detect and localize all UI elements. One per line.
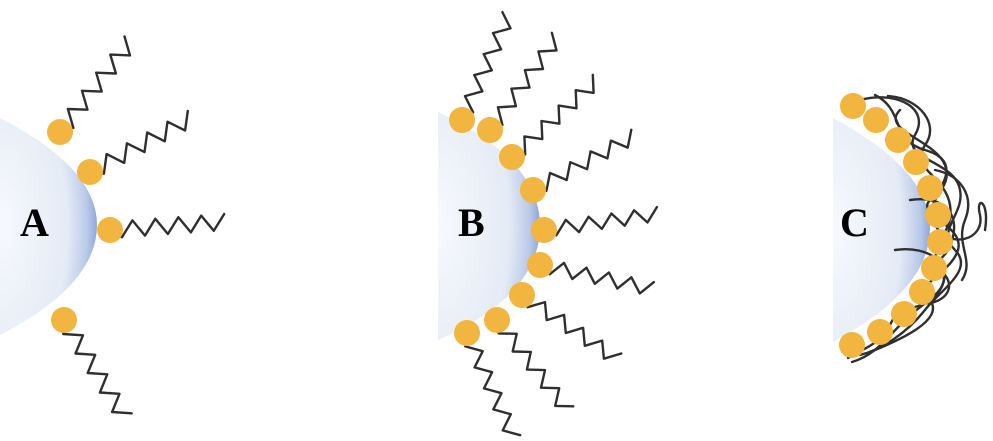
polymer-chain — [108, 212, 226, 239]
anchor-group — [520, 177, 546, 203]
polymer-chain — [460, 10, 512, 122]
polymer-chain — [510, 73, 595, 159]
chains-b — [460, 10, 659, 437]
anchor-group — [509, 282, 535, 308]
panel-c: C — [833, 93, 988, 364]
polymer-chain — [933, 168, 970, 282]
anchor-group — [47, 119, 73, 145]
anchor-group — [840, 93, 866, 119]
anchor-group — [909, 279, 935, 305]
nanoparticle-a — [0, 118, 97, 335]
anchor-group — [499, 144, 525, 170]
anchor-group — [531, 217, 557, 243]
polymer-chain — [542, 205, 659, 237]
polymer-chain — [62, 318, 133, 415]
chains-a — [58, 35, 226, 415]
anchor-group — [51, 307, 77, 333]
anchor-group — [927, 229, 953, 255]
polymer-chain — [488, 31, 558, 132]
panel-label-a: A — [20, 200, 49, 245]
anchor-group — [863, 107, 889, 133]
anchor-group — [449, 107, 475, 133]
polymer-chain — [88, 109, 189, 175]
polymer-chain — [858, 96, 963, 357]
panel-a: A — [0, 35, 226, 415]
anchor-group — [527, 252, 553, 278]
polymer-chain — [464, 331, 522, 437]
anchor-group — [477, 117, 503, 143]
anchor-group — [903, 149, 929, 175]
anchor-group — [925, 202, 951, 228]
polymer-chain — [538, 261, 656, 295]
anchor-group — [484, 307, 510, 333]
anchor-group — [917, 175, 943, 201]
polymer-chain — [520, 293, 623, 360]
panel-label-b: B — [458, 200, 485, 245]
anchor-group — [454, 320, 480, 346]
anchors-b — [449, 107, 557, 346]
panel-label-c: C — [840, 200, 869, 245]
anchors-c — [839, 93, 953, 358]
anchor-group — [891, 301, 917, 327]
polymer-chain — [495, 318, 575, 408]
polymer-chain — [58, 35, 132, 134]
anchor-group — [921, 255, 947, 281]
polymer-chain — [531, 128, 633, 192]
anchor-group — [867, 319, 893, 345]
anchor-group — [77, 159, 103, 185]
anchor-group — [885, 127, 911, 153]
anchor-group — [839, 332, 865, 358]
anchor-group — [97, 217, 123, 243]
panel-b: B — [438, 10, 659, 437]
anchors-a — [47, 119, 123, 333]
nanoparticle-c — [833, 118, 930, 342]
